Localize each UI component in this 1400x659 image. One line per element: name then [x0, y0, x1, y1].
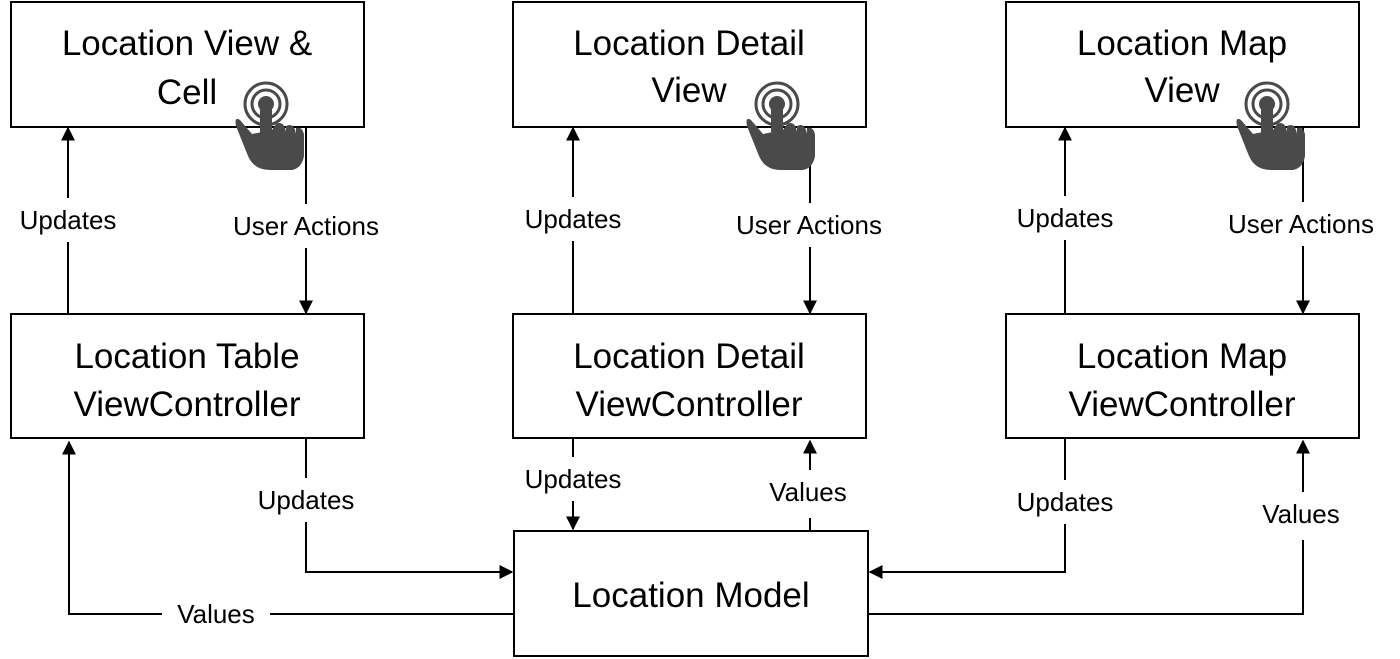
svg-text:Location Map: Location Map: [1077, 337, 1287, 376]
svg-text:User Actions: User Actions: [736, 210, 882, 240]
edge-label-map-vc-updates-view: Updates: [1002, 196, 1130, 240]
box-location-map-viewcontroller: Location Map ViewController: [1005, 313, 1360, 439]
svg-text:Updates: Updates: [20, 205, 117, 235]
svg-text:Updates: Updates: [1017, 487, 1114, 517]
box-location-view-cell: Location View & Cell: [10, 1, 365, 128]
box-location-detail-view: Location Detail View: [512, 1, 867, 128]
edge-label-map-view-user-actions: User Actions: [1208, 202, 1394, 246]
svg-text:ViewController: ViewController: [74, 385, 301, 424]
svg-text:View: View: [651, 71, 727, 110]
svg-text:Updates: Updates: [258, 485, 355, 515]
svg-text:User Actions: User Actions: [1228, 209, 1374, 239]
box-location-detail-viewcontroller: Location Detail ViewController: [512, 313, 867, 439]
edge-label-map-vc-updates-model: Updates: [1002, 480, 1132, 524]
edge-label-detail-vc-updates-view: Updates: [510, 197, 636, 241]
svg-text:Updates: Updates: [1017, 203, 1114, 233]
edge-label-detail-view-user-actions: User Actions: [714, 203, 904, 247]
svg-text:User Actions: User Actions: [233, 211, 379, 241]
svg-text:View: View: [1144, 71, 1220, 110]
edge-model-values-map-vc: [869, 439, 1310, 615]
svg-text:Cell: Cell: [157, 73, 217, 112]
svg-text:ViewController: ViewController: [1069, 385, 1296, 424]
svg-text:Location Map: Location Map: [1077, 24, 1287, 63]
svg-text:Location Table: Location Table: [74, 337, 299, 376]
svg-text:Values: Values: [1262, 499, 1340, 529]
svg-text:Location Detail: Location Detail: [573, 337, 805, 376]
box-location-map-view: Location Map View: [1005, 1, 1360, 128]
svg-text:Values: Values: [769, 477, 847, 507]
edge-label-detail-vc-updates-model: Updates: [510, 457, 636, 501]
edge-label-view-cell-user-actions: User Actions: [212, 204, 400, 248]
edge-label-table-vc-updates-model: Updates: [243, 478, 371, 522]
svg-text:Updates: Updates: [525, 204, 622, 234]
svg-text:ViewController: ViewController: [576, 385, 803, 424]
svg-text:Values: Values: [177, 599, 255, 629]
box-location-model: Location Model: [513, 530, 869, 657]
edge-model-values-table-vc: [62, 440, 513, 615]
svg-text:Location Detail: Location Detail: [573, 24, 805, 63]
svg-text:Updates: Updates: [525, 464, 622, 494]
edge-label-table-updates-view: Updates: [6, 198, 130, 242]
svg-text:Location View &: Location View &: [62, 24, 312, 63]
edge-label-model-values-detail-vc: Values: [756, 470, 862, 518]
svg-text:Location Model: Location Model: [572, 576, 809, 615]
box-location-table-viewcontroller: Location Table ViewController: [10, 313, 365, 439]
edge-label-model-values-map-vc: Values: [1250, 492, 1356, 540]
edge-label-model-values-table-vc: Values: [162, 592, 270, 636]
